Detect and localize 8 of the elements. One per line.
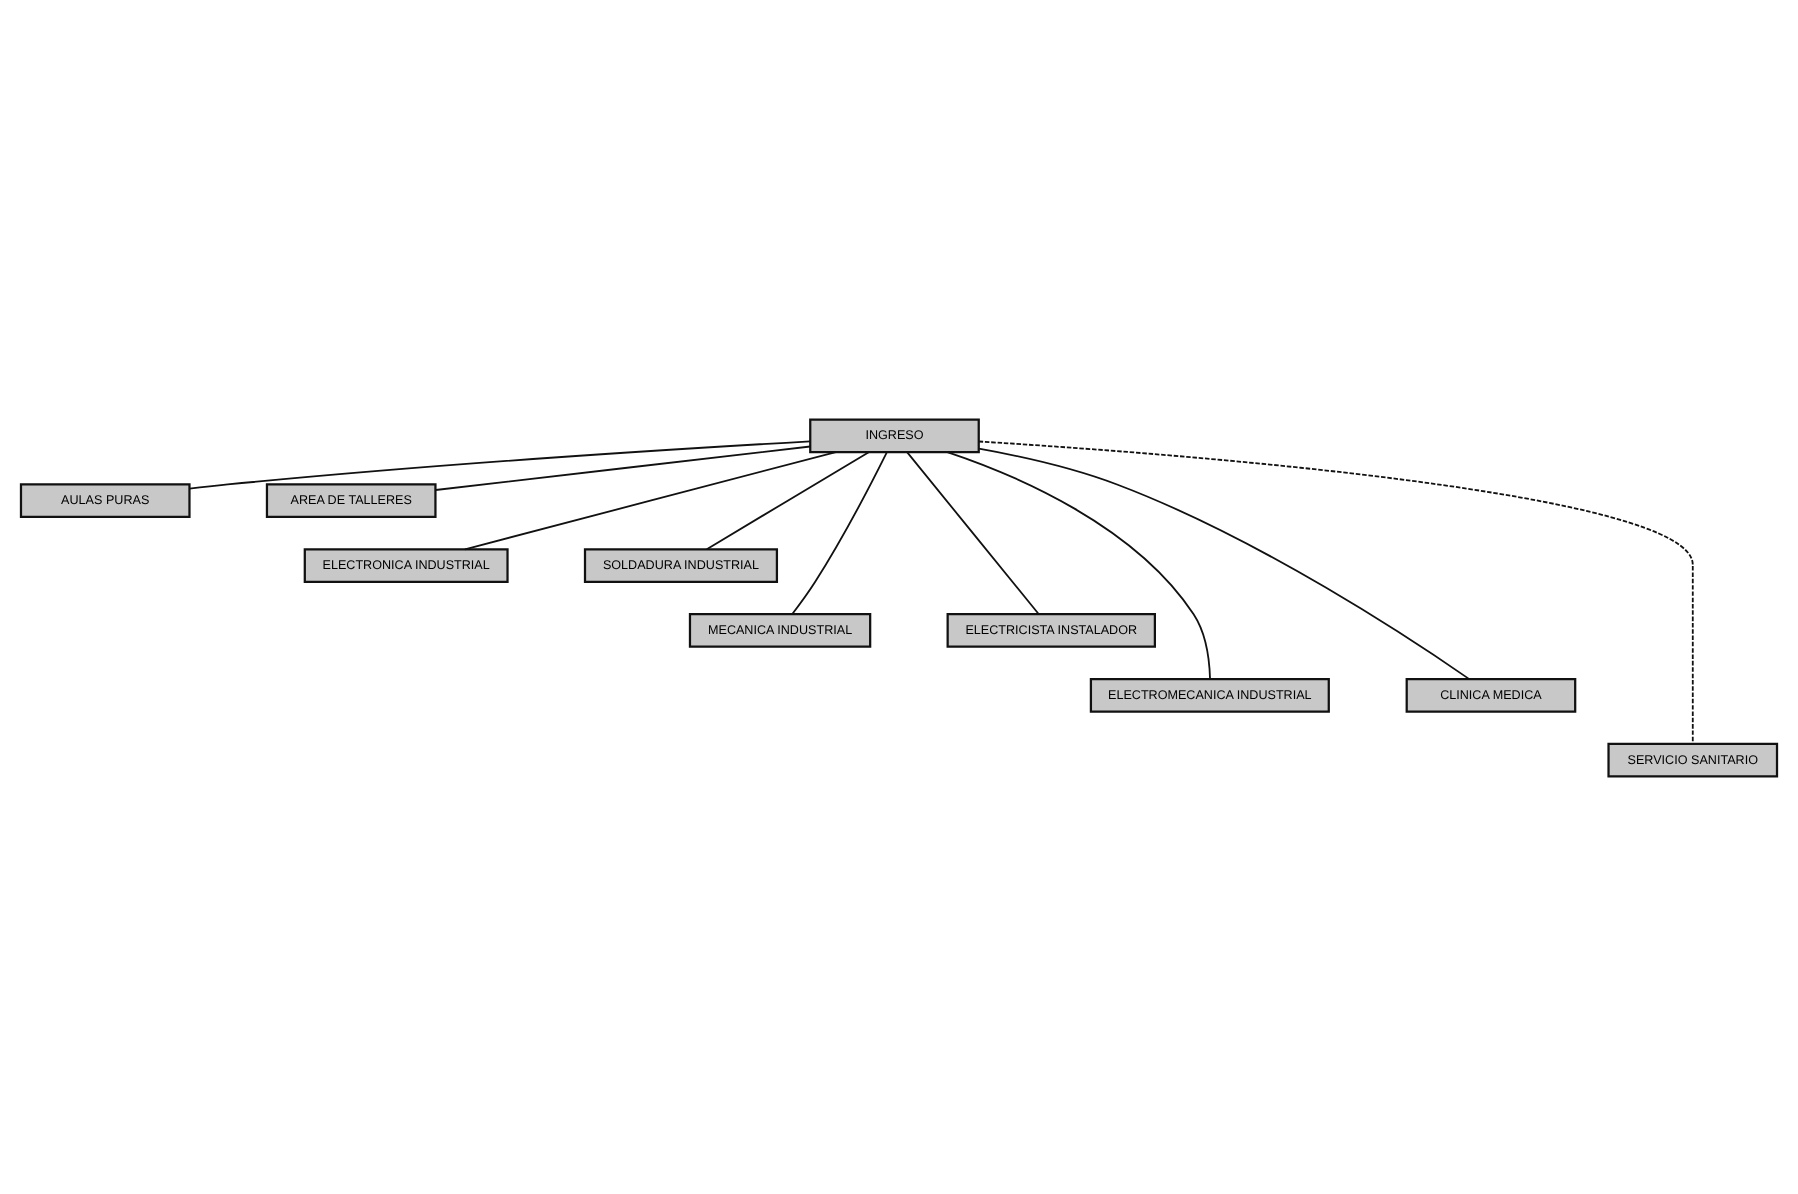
connector bbox=[188, 439, 812, 489]
connector bbox=[791, 450, 888, 614]
connector bbox=[978, 446, 1470, 679]
connector bbox=[906, 450, 1040, 614]
connector bbox=[977, 439, 1694, 744]
connector bbox=[464, 450, 837, 550]
connector bbox=[705, 450, 870, 550]
connector bbox=[434, 444, 812, 490]
